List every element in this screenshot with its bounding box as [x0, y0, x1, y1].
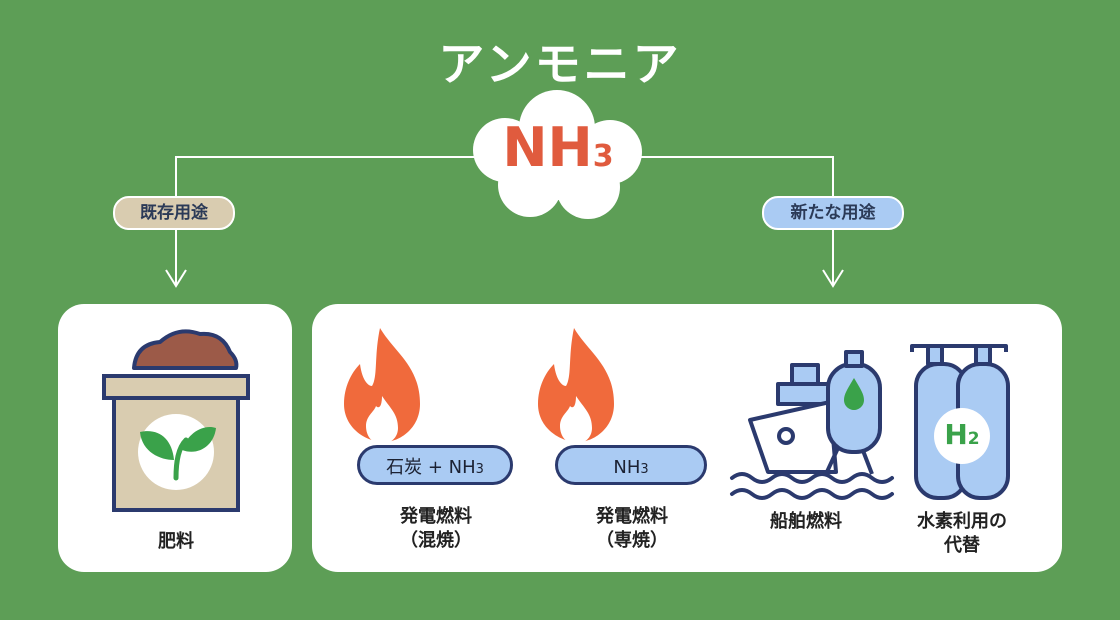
monofuel-label-line1: 発電燃料: [596, 506, 668, 527]
nh3-formula: NH3: [478, 118, 638, 187]
page-title: アンモニア: [438, 37, 682, 91]
nh3-pill-text: NH: [613, 457, 641, 478]
hydrogen-label-line2: 代替: [944, 535, 980, 556]
tag-new-use: 新たな用途: [762, 196, 904, 230]
monofuel-label: 発電燃料 （専焼）: [572, 505, 692, 553]
cofiring-label: 発電燃料 （混焼）: [376, 505, 496, 553]
tag-existing-use: 既存用途: [113, 196, 235, 230]
coal-nh3-text: 石炭 + NH: [386, 457, 476, 478]
h2-symbol-sub: 2: [967, 429, 980, 449]
cofiring-label-line1: 発電燃料: [400, 506, 472, 527]
fertilizer-label: 肥料: [158, 531, 194, 552]
coal-nh3-pill: 石炭 + NH3: [357, 445, 513, 485]
nh3-formula-sub: 3: [592, 139, 614, 174]
coal-nh3-sub: 3: [475, 462, 484, 477]
nh3-formula-main: NH: [502, 116, 593, 179]
h2-symbol-main: H: [944, 418, 968, 451]
hydrogen-alternative-label: 水素利用の 代替: [900, 510, 1024, 558]
ship-fuel-label: 船舶燃料: [770, 511, 842, 532]
h2-symbol: H2: [932, 418, 992, 456]
hydrogen-label-line1: 水素利用の: [917, 511, 1007, 532]
monofuel-label-line2: （専焼）: [596, 530, 668, 551]
nh3-pill: NH3: [555, 445, 707, 485]
cofiring-label-line2: （混焼）: [400, 530, 472, 551]
nh3-pill-sub: 3: [640, 462, 649, 477]
